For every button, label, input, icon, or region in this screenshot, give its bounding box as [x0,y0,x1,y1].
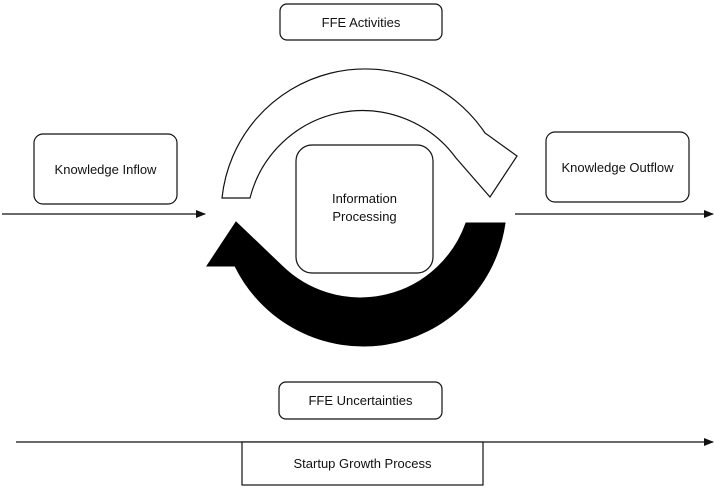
ffe-activities-label: FFE Activities [322,15,401,30]
activities-curved-arrow [221,68,518,199]
knowledge-inflow-box: Knowledge Inflow [33,133,178,205]
knowledge-outflow-box: Knowledge Outflow [545,131,690,203]
startup-growth-process-label: Startup Growth Process [294,456,432,471]
knowledge-inflow-label: Knowledge Inflow [55,162,158,177]
ffe-uncertainties-label: FFE Uncertainties [308,393,413,408]
information-processing-label-line1: Information [332,191,397,206]
ffe-uncertainties-box: FFE Uncertainties [278,381,443,420]
knowledge-outflow-label: Knowledge Outflow [561,160,674,175]
uncertainties-curved-arrow [206,221,506,347]
startup-growth-process-box: Startup Growth Process [241,441,484,486]
information-processing-box: Information Processing [295,144,434,274]
ffe-activities-box: FFE Activities [279,3,443,41]
information-processing-label-line2: Processing [332,209,396,224]
